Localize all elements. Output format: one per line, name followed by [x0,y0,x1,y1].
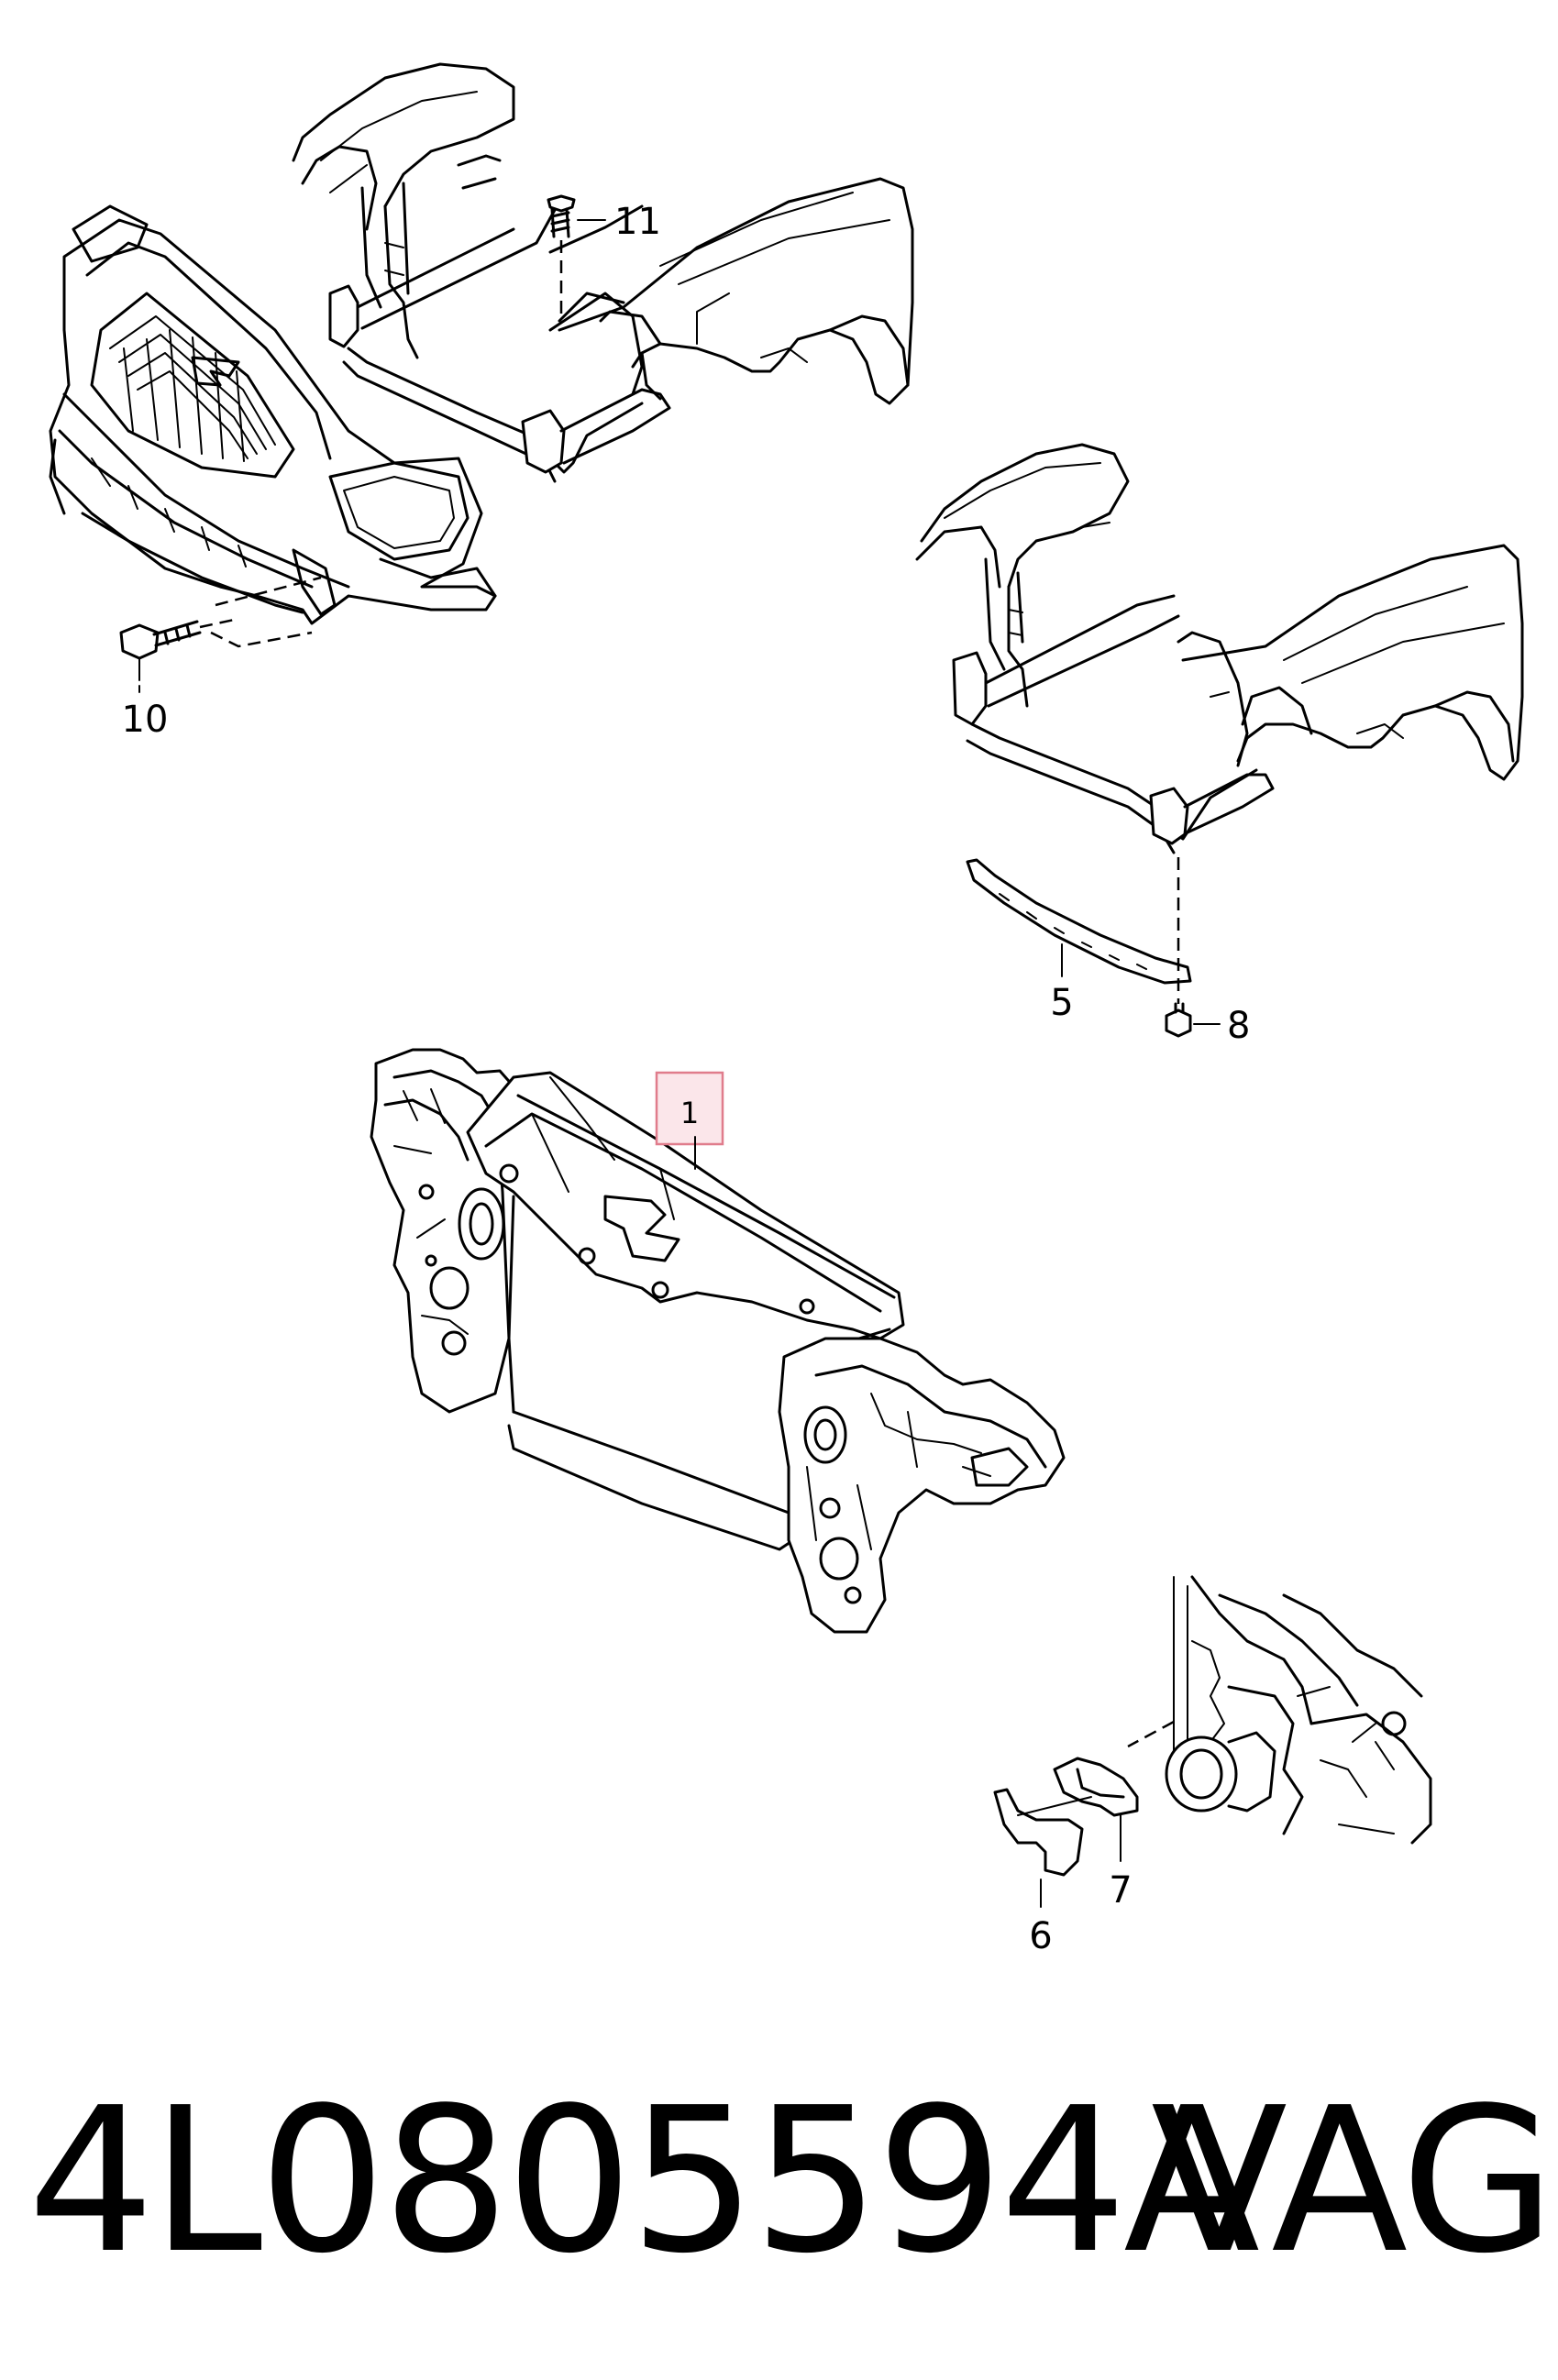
bracket-6 [993,1788,1092,1908]
bracket-5 [966,858,1192,985]
screw-8 [1165,857,1221,1038]
latch-area-drawing [1127,1575,1432,1845]
body-front-lower-drawing [915,443,1524,854]
callout-1: 1 [680,1096,699,1130]
body-front-upper-drawing [292,62,914,483]
callout-11: 11 [614,201,661,243]
grille-assembly-drawing [49,204,497,625]
screw-11 [547,194,606,316]
brand-caption: VAG [1151,2066,1555,2297]
callout-8: 8 [1227,1005,1250,1047]
callout-7: 7 [1109,1869,1132,1912]
part-number-caption: 4L0805594A [28,2066,1260,2297]
lock-carrier-drawing [370,1048,1066,1634]
callout-1-highlight [655,1071,724,1146]
bolt-10 [119,576,322,693]
callout-10: 10 [122,699,169,741]
callout-6: 6 [1029,1915,1052,1957]
bracket-7 [1053,1757,1139,1862]
callout-labels: 1 5 6 7 8 10 11 [122,201,1251,1957]
callout-5: 5 [1050,982,1073,1024]
